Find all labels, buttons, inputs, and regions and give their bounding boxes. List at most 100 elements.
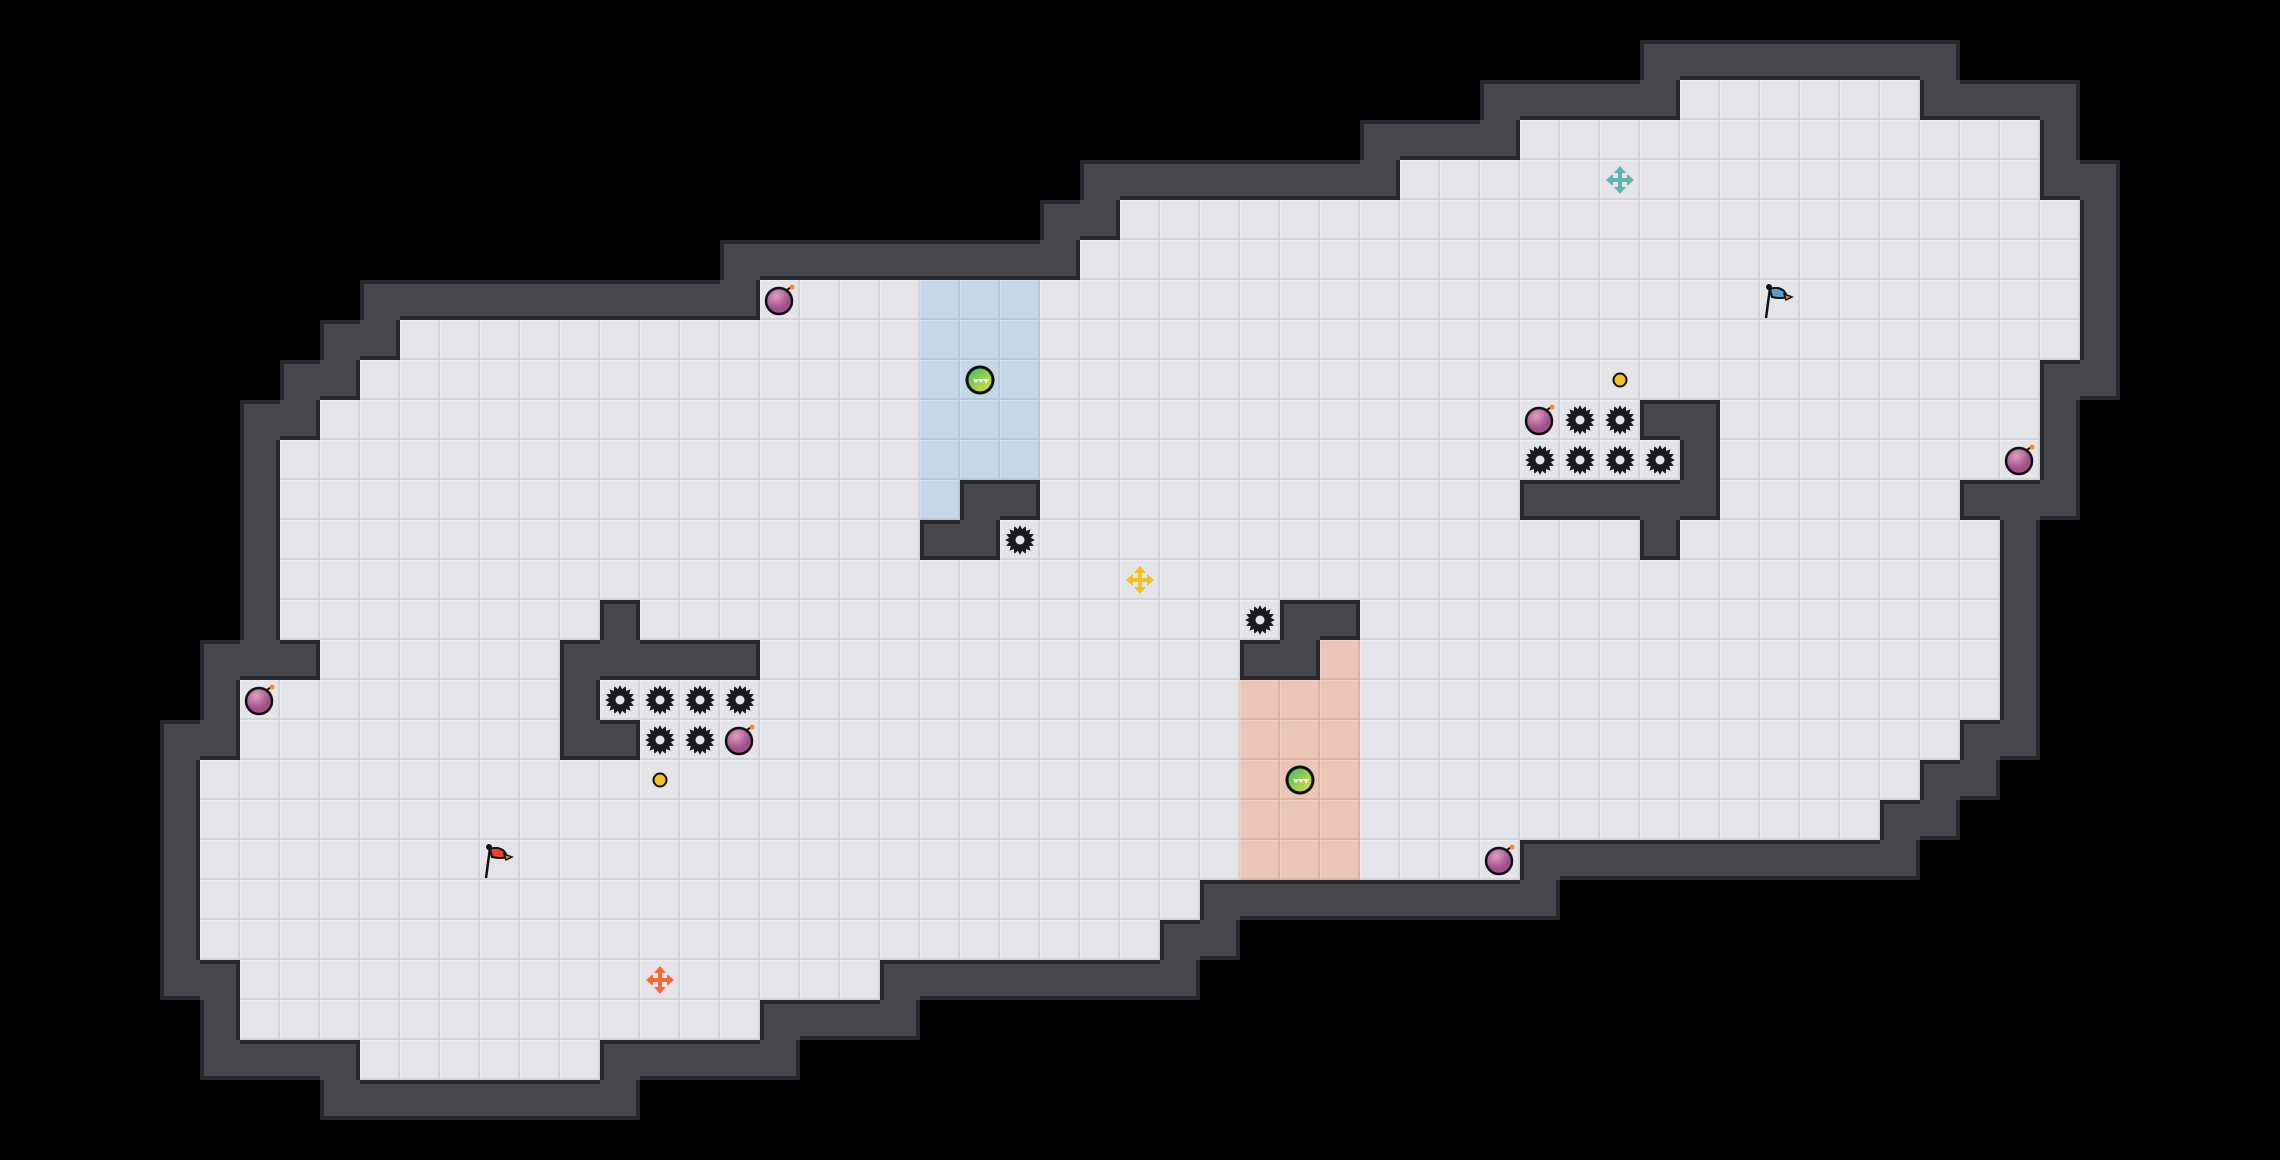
floor-tile [560, 920, 600, 960]
heat-tile [1320, 720, 1360, 760]
wall-tile [1600, 80, 1640, 120]
wall-tile [1880, 840, 1920, 880]
floor-tile [800, 720, 840, 760]
floor-tile [680, 760, 720, 800]
floor-tile [800, 480, 840, 520]
floor-tile [1200, 720, 1240, 760]
floor-tile [960, 640, 1000, 680]
wall-tile [1520, 480, 1560, 520]
floor-tile [1120, 640, 1160, 680]
floor-tile [280, 1000, 320, 1040]
floor-tile [680, 480, 720, 520]
floor-tile [880, 600, 920, 640]
floor-tile [240, 960, 280, 1000]
floor-tile [1920, 240, 1960, 280]
wall-tile [1240, 160, 1280, 200]
floor-tile [1320, 440, 1360, 480]
floor-tile [1600, 680, 1640, 720]
floor-tile [840, 720, 880, 760]
wall-tile [2000, 80, 2040, 120]
floor-tile [1560, 120, 1600, 160]
floor-tile [840, 280, 880, 320]
wall-tile [2040, 480, 2080, 520]
floor-tile [480, 600, 520, 640]
floor-tile [1080, 480, 1120, 520]
floor-tile [320, 440, 360, 480]
floor-tile [240, 920, 280, 960]
wall-tile [200, 960, 240, 1000]
floor-tile [320, 840, 360, 880]
floor-tile [2000, 200, 2040, 240]
wall-tile [960, 240, 1000, 280]
heat-tile [1240, 840, 1280, 880]
floor-tile [1000, 720, 1040, 760]
floor-tile [1240, 560, 1280, 600]
floor-tile [1960, 560, 2000, 600]
floor-tile [1560, 560, 1600, 600]
floor-tile [1360, 800, 1400, 840]
floor-tile [1280, 320, 1320, 360]
wall-tile [1680, 480, 1720, 520]
floor-tile [560, 1040, 600, 1080]
floor-tile [1360, 480, 1400, 520]
heat-tile [1280, 840, 1320, 880]
floor-tile [600, 840, 640, 880]
floor-tile [520, 480, 560, 520]
floor-tile [360, 680, 400, 720]
wall-tile [720, 240, 760, 280]
floor-tile [360, 880, 400, 920]
floor-tile [2000, 240, 2040, 280]
floor-tile [1000, 680, 1040, 720]
floor-tile [1080, 320, 1120, 360]
floor-tile [1440, 240, 1480, 280]
floor-tile [600, 920, 640, 960]
floor-tile [1880, 480, 1920, 520]
coin-icon [640, 760, 680, 800]
heat-tile [1320, 760, 1360, 800]
bomb-orb-icon [720, 720, 760, 760]
floor-tile [280, 520, 320, 560]
spike-icon [1640, 440, 1680, 480]
wall-tile [360, 1080, 400, 1120]
floor-tile [1160, 360, 1200, 400]
floor-tile [960, 760, 1000, 800]
floor-tile [2000, 160, 2040, 200]
floor-tile [880, 440, 920, 480]
floor-tile [760, 560, 800, 600]
wall-tile [1760, 840, 1800, 880]
wall-tile [160, 720, 200, 760]
wall-tile [760, 240, 800, 280]
wall-tile [2080, 320, 2120, 360]
wall-tile [800, 1000, 840, 1040]
floor-tile [1760, 360, 1800, 400]
wall-tile [1840, 40, 1880, 80]
floor-tile [640, 920, 680, 960]
floor-tile [1600, 720, 1640, 760]
floor-tile [920, 600, 960, 640]
floor-tile [1680, 360, 1720, 400]
floor-tile [280, 680, 320, 720]
wall-tile [1520, 880, 1560, 920]
floor-tile [480, 960, 520, 1000]
floor-tile [240, 760, 280, 800]
floor-tile [440, 800, 480, 840]
floor-tile [1640, 120, 1680, 160]
floor-tile [1200, 560, 1240, 600]
floor-tile [1320, 480, 1360, 520]
floor-tile [720, 760, 760, 800]
floor-tile [1040, 800, 1080, 840]
floor-tile [1760, 800, 1800, 840]
floor-tile [280, 960, 320, 1000]
floor-tile [760, 720, 800, 760]
floor-tile [2000, 280, 2040, 320]
floor-tile [1600, 640, 1640, 680]
floor-tile [440, 640, 480, 680]
floor-tile [1120, 360, 1160, 400]
floor-tile [560, 360, 600, 400]
floor-tile [1920, 280, 1960, 320]
floor-tile [440, 880, 480, 920]
heat-tile [1280, 720, 1320, 760]
floor-tile [840, 680, 880, 720]
floor-tile [1480, 200, 1520, 240]
floor-tile [440, 720, 480, 760]
